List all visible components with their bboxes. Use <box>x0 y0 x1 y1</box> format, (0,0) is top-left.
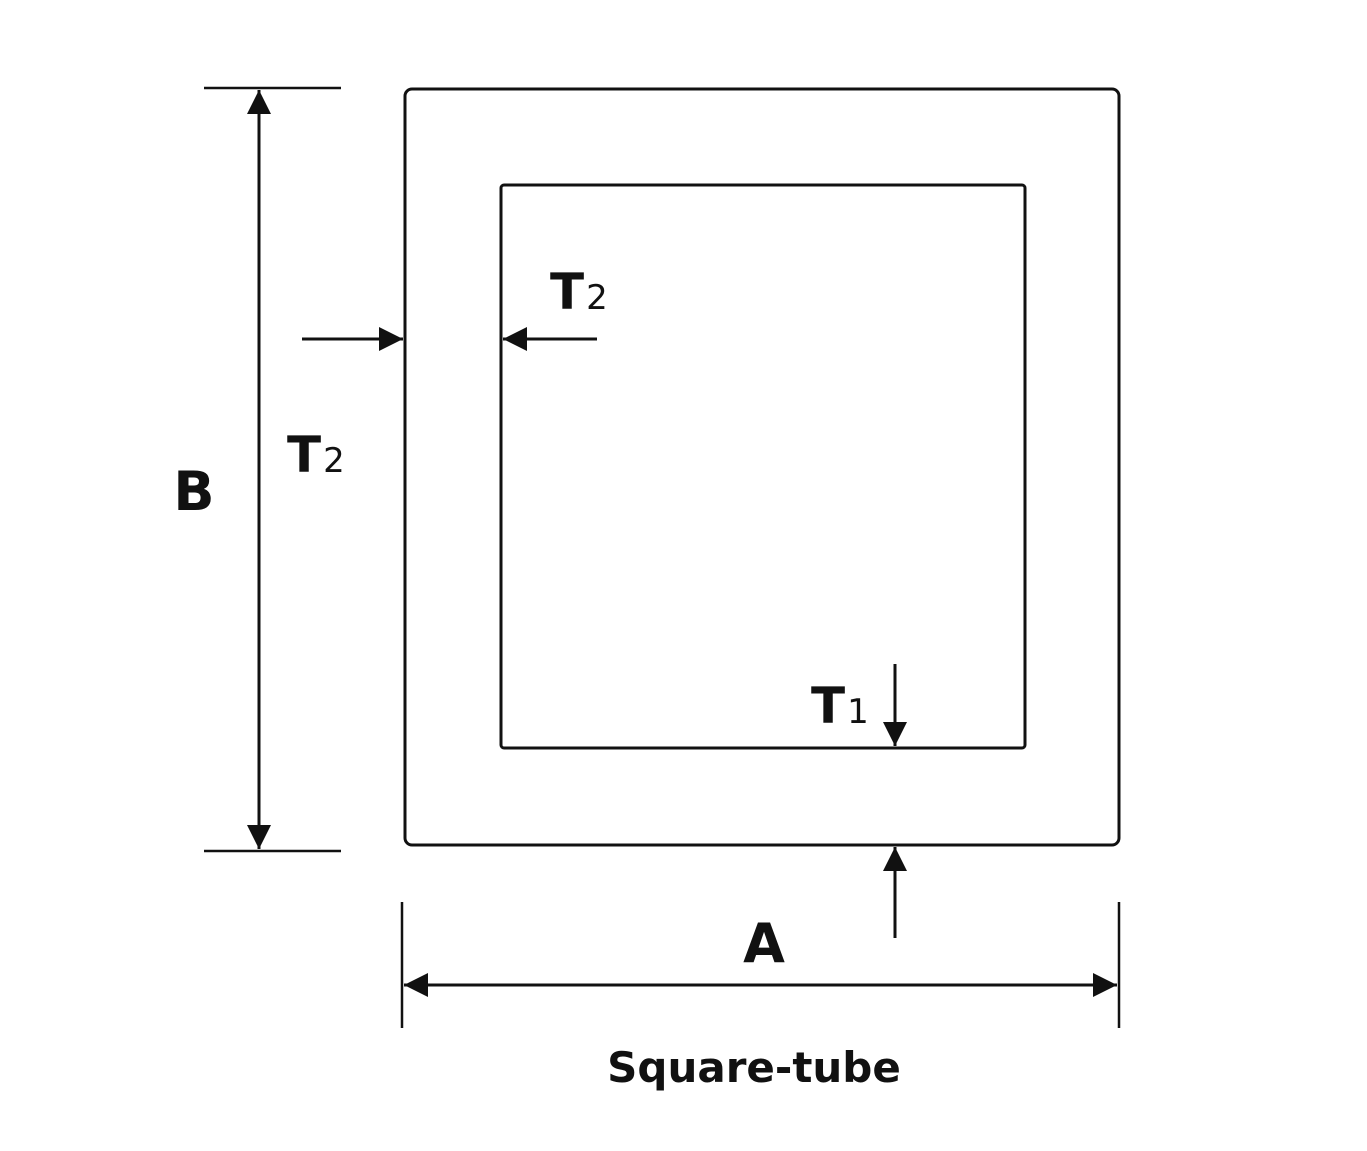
side-wall-outer-label: T2 <box>287 426 345 484</box>
inner-profile <box>499 183 1027 750</box>
width-label: A <box>743 912 785 975</box>
outer-profile <box>403 87 1121 847</box>
diagram-caption: Square-tube <box>607 1043 901 1092</box>
height-label: B <box>173 460 214 523</box>
bottom-wall-label: T1 <box>811 677 869 735</box>
side-wall-label: T2 <box>550 263 608 321</box>
